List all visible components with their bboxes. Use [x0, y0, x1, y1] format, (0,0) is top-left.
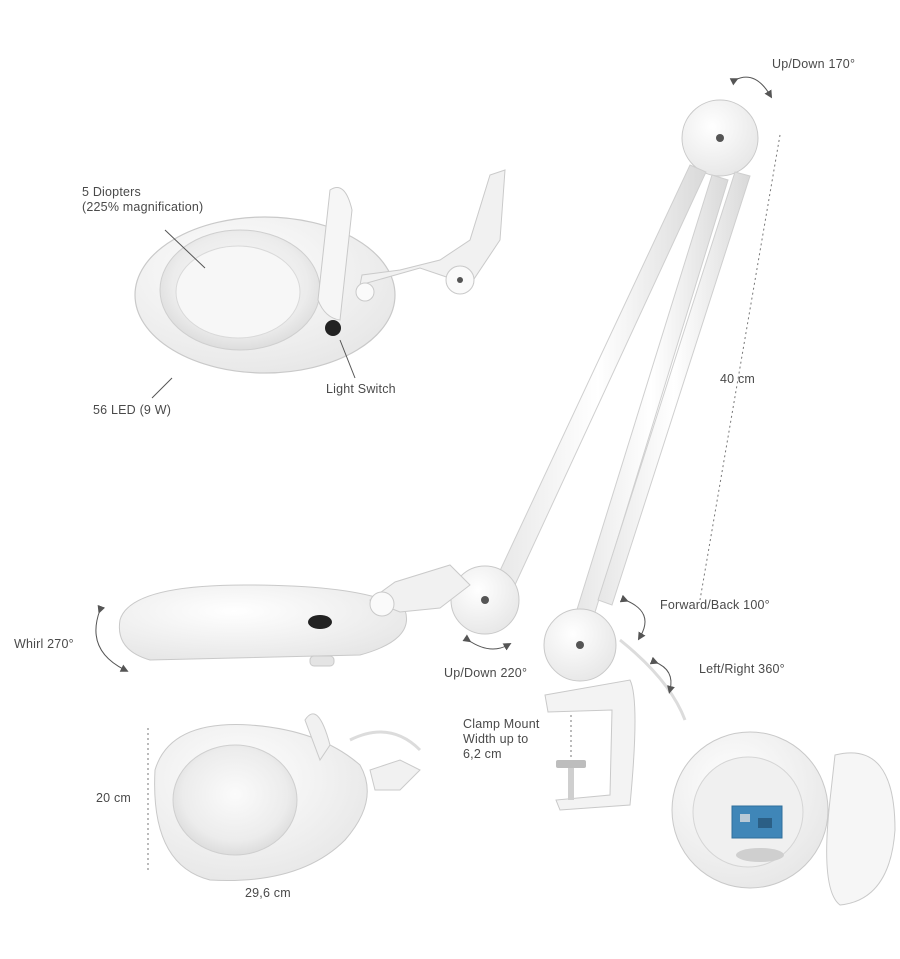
- magnifier-head-side: [118, 564, 471, 667]
- clamp-line1: Clamp Mount: [463, 717, 540, 731]
- up-down-top-label: Up/Down 170°: [772, 57, 856, 71]
- height-20-label: 20 cm: [96, 791, 132, 805]
- pcb-board: [731, 805, 783, 839]
- up-down-bottom-label: Up/Down 220°: [444, 666, 528, 680]
- whirl-label: Whirl 270°: [14, 637, 74, 651]
- diopters-line1: 5 Diopters: [82, 185, 141, 199]
- light-switch-label: Light Switch: [326, 382, 396, 396]
- led-label: 56 LED (9 W): [93, 403, 172, 417]
- clamp-label: Clamp Mount Width up to 6,2 cm: [463, 717, 563, 762]
- width-29-label: 29,6 cm: [245, 886, 291, 900]
- annotation-lines: [95, 76, 773, 694]
- magnifier-head-front: [147, 713, 422, 881]
- magnifier-with-pcb: [671, 731, 896, 906]
- magnifier-head-top: [134, 169, 506, 374]
- clamp-line3: 6,2 cm: [463, 747, 502, 761]
- diopters-line2: (225% magnification): [82, 200, 204, 214]
- clamp-mount: [544, 679, 636, 811]
- left-right-label: Left/Right 360°: [699, 662, 785, 676]
- length-40-label: 40 cm: [720, 372, 756, 386]
- forward-back-label: Forward/Back 100°: [660, 598, 770, 612]
- diopters-label: 5 Diopters (225% magnification): [82, 185, 222, 215]
- clamp-line2: Width up to: [463, 732, 529, 746]
- lamp-arm: [450, 99, 781, 721]
